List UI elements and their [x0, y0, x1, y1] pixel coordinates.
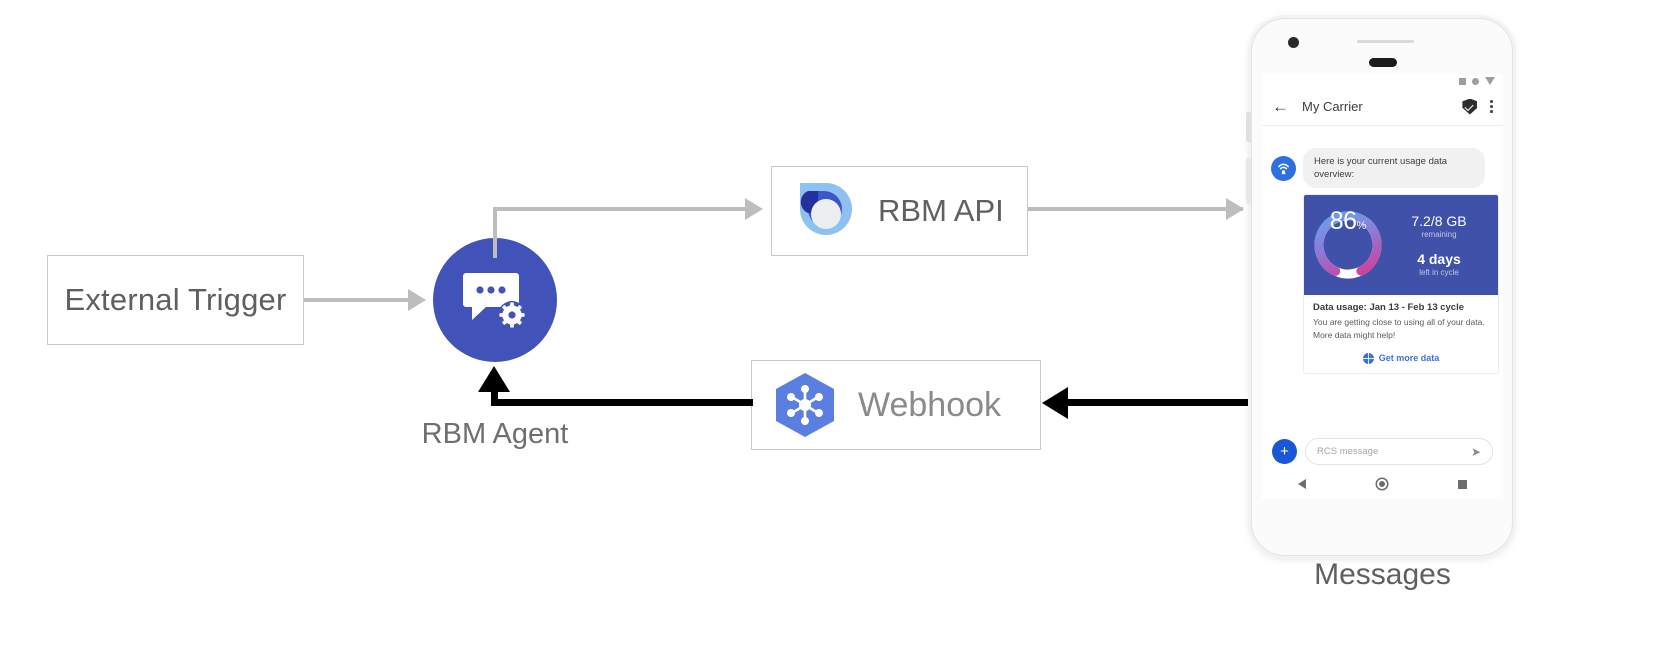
phone-front-camera-icon [1288, 37, 1299, 48]
phone-volume-button[interactable] [1246, 158, 1251, 204]
globe-icon [1362, 352, 1374, 364]
kebab-menu-icon[interactable] [1490, 100, 1493, 113]
usage-percent-symbol: % [1356, 220, 1367, 233]
usage-percent: 86 % [1310, 207, 1386, 283]
connector-api-to-phone [1028, 207, 1243, 211]
nav-home-icon[interactable] [1376, 479, 1387, 489]
circle-icon [1472, 77, 1479, 85]
rich-card[interactable]: 86 % 7.2/8 GB remaining 4 days left in c… [1303, 194, 1499, 374]
connector-webhook-to-agent-riser [491, 392, 498, 406]
send-icon[interactable]: ➤ [1470, 444, 1481, 459]
message-composer: + RCS message ➤ [1262, 438, 1503, 465]
android-nav-bar [1262, 469, 1503, 499]
rich-card-title: Data usage: Jan 13 - Feb 13 cycle [1313, 302, 1465, 314]
nav-back-icon[interactable] [1297, 479, 1306, 489]
arrowhead-agent-to-api [745, 198, 763, 220]
get-more-data-button[interactable]: Get more data [1304, 345, 1498, 373]
cloud-functions-hexagon-icon [776, 373, 834, 437]
conversation-thread: Here is your current usage data overview… [1262, 126, 1503, 499]
back-arrow-icon[interactable]: ← [1272, 97, 1289, 116]
connector-agent-up [493, 210, 497, 258]
arrowhead-phone-to-webhook [1042, 387, 1068, 419]
avatar [1271, 156, 1296, 181]
plus-icon[interactable]: + [1272, 439, 1297, 464]
nav-recents-icon[interactable] [1458, 479, 1468, 489]
app-bar-title: My Carrier [1302, 99, 1363, 114]
usage-stats: 7.2/8 GB remaining 4 days left in cycle [1386, 213, 1492, 277]
rich-card-description: You are getting close to using all of yo… [1313, 317, 1485, 340]
data-remaining-value: 7.2/8 GB [1411, 213, 1467, 230]
days-left-caption: left in cycle [1419, 268, 1459, 278]
connector-phone-to-webhook [1068, 399, 1253, 406]
rcs-message-input[interactable]: RCS message ➤ [1305, 438, 1493, 465]
arrowhead-webhook-to-agent [478, 366, 510, 392]
triangle-down-icon [1485, 77, 1495, 85]
usage-percent-value: 86 [1329, 207, 1357, 236]
phone-power-button[interactable] [1246, 112, 1251, 142]
external-trigger-node[interactable]: External Trigger [47, 255, 304, 345]
rich-card-media: 86 % 7.2/8 GB remaining 4 days left in c… [1304, 195, 1498, 296]
phone-screen: ← My Carrier Here is your current usage … [1262, 74, 1503, 499]
webhook-label: Webhook [858, 385, 1002, 424]
square-icon [1459, 77, 1466, 85]
webhook-node[interactable]: Webhook [751, 360, 1041, 450]
rbm-agent-label: RBM Agent [421, 418, 569, 450]
chat-gear-icon [463, 273, 526, 329]
rcs-message-placeholder: RCS message [1317, 446, 1379, 457]
app-bar: ← My Carrier [1262, 88, 1503, 126]
phone-earpiece [1369, 58, 1397, 67]
arrowhead-api-to-phone [1226, 198, 1244, 220]
connector-agent-to-api [493, 207, 745, 211]
rbm-api-node[interactable]: RBM API [771, 166, 1028, 256]
external-trigger-label: External Trigger [64, 282, 287, 317]
connector-webhook-to-agent [491, 399, 753, 406]
days-left-value: 4 days [1417, 251, 1461, 268]
status-bar [1262, 74, 1503, 88]
usage-donut-chart: 86 % [1310, 207, 1386, 283]
phone-speaker-grille [1357, 40, 1414, 43]
rbm-api-icon [800, 183, 852, 235]
rbm-agent-node[interactable] [433, 238, 557, 362]
arrowhead-trigger-to-agent [408, 289, 426, 311]
incoming-message-row: Here is your current usage data overview… [1271, 148, 1494, 189]
rbm-api-label: RBM API [878, 193, 1004, 228]
rich-card-body: Data usage: Jan 13 - Feb 13 cycle You ar… [1304, 295, 1498, 345]
get-more-data-label: Get more data [1378, 353, 1440, 364]
data-remaining-caption: remaining [1421, 230, 1457, 240]
cell-tower-icon [1278, 163, 1289, 175]
connector-trigger-to-agent [304, 298, 408, 302]
shield-check-icon [1462, 98, 1478, 115]
incoming-message-bubble: Here is your current usage data overview… [1303, 148, 1485, 189]
messages-label: Messages [1314, 558, 1451, 591]
